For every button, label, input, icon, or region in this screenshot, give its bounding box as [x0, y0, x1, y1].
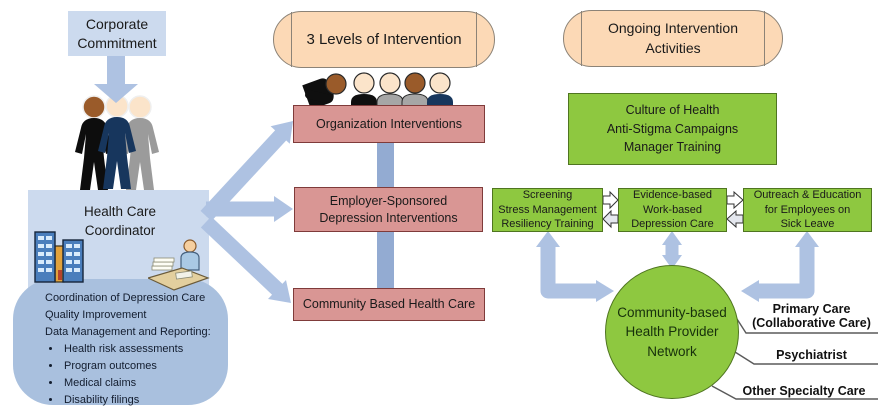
panel-bullet-list: Health risk assessments Program outcomes… [62, 341, 218, 409]
person-leaning [302, 73, 347, 110]
ongoing-header-cylinder: Ongoing Intervention Activities [563, 10, 783, 67]
network-middle-double-arrow [662, 231, 682, 269]
culture-of-health-label: Culture of Health Anti-Stigma Campaigns … [606, 102, 739, 155]
person-seated [376, 72, 404, 110]
screening-label: Screening Stress Management Resiliency T… [498, 189, 597, 231]
buildings-icon [34, 231, 84, 283]
meeting-people-icon [302, 72, 453, 110]
referral-primary-care: Primary Care (Collaborative Care) [752, 302, 871, 331]
community-health-box: Community Based Health Care [293, 288, 485, 321]
provider-network-label: Community-based Health Provider Network [617, 304, 727, 359]
coordination-panel: Coordination of Depression Care Quality … [13, 279, 228, 406]
ongoing-header-label: Ongoing Intervention Activities [608, 19, 738, 56]
levels-header-cylinder: 3 Levels of Intervention [273, 11, 495, 68]
employer-depression-label: Employer-Sponsored Depression Interventi… [319, 194, 458, 225]
person-seated [427, 72, 453, 110]
outreach-education-box: Outreach & Education for Employees on Si… [743, 188, 872, 232]
panel-bullet: Health risk assessments [62, 341, 218, 358]
outreach-education-label: Outreach & Education for Employees on Si… [753, 189, 862, 231]
levels-header-label: 3 Levels of Intervention [306, 31, 462, 48]
person-seated [401, 72, 429, 110]
evidence-based-label: Evidence-based Work-based Depression Car… [631, 189, 714, 231]
referral-psychiatrist: Psychiatrist [776, 348, 847, 362]
provider-network-circle: Community-based Health Provider Network [605, 265, 739, 399]
network-left-elbow-arrow [536, 231, 614, 302]
panel-line: Data Management and Reporting: [45, 326, 211, 339]
screening-box: Screening Stress Management Resiliency T… [492, 188, 603, 232]
referral-other-specialty: Other Specialty Care [742, 384, 866, 398]
panel-bullet: Medical claims [62, 375, 218, 392]
organization-interventions-label: Organization Interventions [316, 116, 462, 131]
coordinator-to-community-arrow [200, 216, 291, 303]
coordinator-to-employer-arrow [206, 196, 293, 222]
screening-evidence-exchange-arrows [602, 190, 619, 229]
employees-group-icon [75, 94, 159, 190]
organization-interventions-box: Organization Interventions [293, 105, 485, 143]
health-care-coordinator-title: Health Care Coordinator [83, 204, 157, 238]
panel-bullet: Disability filings [62, 392, 218, 409]
community-health-label: Community Based Health Care [302, 297, 476, 312]
panel-line: Quality Improvement [45, 309, 147, 322]
person-seated [351, 72, 377, 110]
corporate-commitment-box: Corporate Commitment [68, 11, 166, 56]
network-right-elbow-arrow [741, 231, 819, 302]
evidence-based-box: Evidence-based Work-based Depression Car… [618, 188, 727, 232]
employer-depression-box: Employer-Sponsored Depression Interventi… [294, 187, 483, 232]
coordinator-desk-icon [148, 239, 210, 291]
panel-bullet: Program outcomes [62, 358, 218, 375]
evidence-outreach-exchange-arrows [726, 190, 744, 229]
corporate-commitment-label: Corporate Commitment [77, 15, 157, 51]
coordinator-to-organization-arrow [200, 121, 293, 222]
culture-of-health-box: Culture of Health Anti-Stigma Campaigns … [568, 93, 777, 165]
panel-line: Coordination of Depression Care [45, 292, 206, 304]
